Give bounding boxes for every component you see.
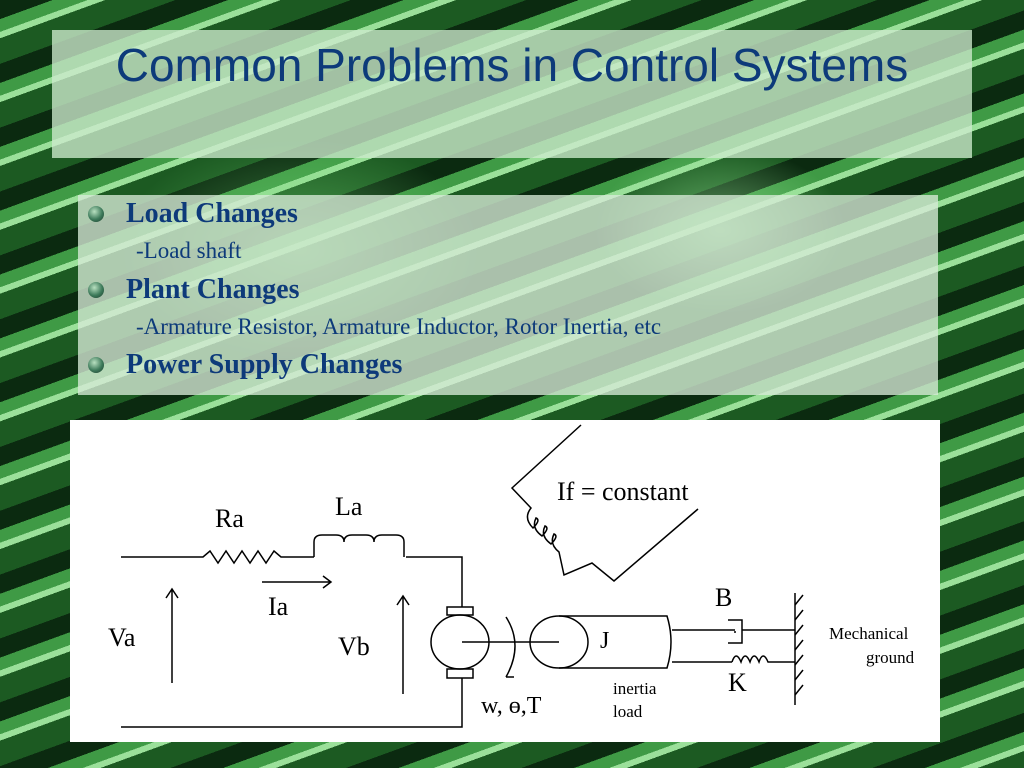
label-motion: w, ɵ,T: [481, 693, 542, 719]
mechanical-ground: [794, 593, 804, 705]
label-b: B: [715, 583, 732, 612]
label-va: Va: [108, 623, 136, 652]
sub-plant-params: -Armature Resistor, Armature Inductor, R…: [136, 314, 662, 339]
label-ground: ground: [866, 648, 915, 667]
ia-arrow: [262, 575, 333, 589]
arrows: [165, 575, 410, 694]
damper: [728, 619, 795, 644]
label-field: If = constant: [557, 477, 689, 506]
label-k: K: [728, 668, 747, 697]
field-winding: [510, 424, 699, 582]
label-ia: Ia: [268, 592, 289, 621]
bullet-list: Load Changes -Load shaft Plant Changes -…: [78, 195, 938, 395]
bullet-icon: [88, 357, 104, 373]
label-ra: Ra: [215, 504, 244, 533]
slide-title: Common Problems in Control Systems: [115, 39, 909, 91]
motor-icon: [430, 606, 559, 679]
inductor: [313, 534, 405, 557]
bullet-plant-changes: Plant Changes: [126, 274, 300, 305]
dc-motor-diagram: Ra La If = constant Ia Va Vb B J K w, ɵ,…: [70, 420, 940, 742]
label-vb: Vb: [338, 632, 370, 661]
label-mechanical: Mechanical: [829, 624, 909, 643]
spring: [731, 655, 795, 665]
bullet-load-changes: Load Changes: [126, 198, 298, 229]
inertia-load: [529, 615, 795, 669]
label-j: J: [600, 628, 609, 654]
label-la: La: [335, 492, 363, 521]
bullet-icon: [88, 282, 104, 298]
title-box: Common Problems in Control Systems: [52, 30, 972, 158]
rotation-arrow-icon: [505, 616, 516, 678]
label-inertia: inertia: [613, 679, 657, 698]
va-arrow: [165, 587, 179, 683]
vb-arrow: [396, 594, 410, 694]
label-load: load: [613, 702, 643, 721]
armature-circuit: [121, 534, 463, 728]
bullet-power-supply: Power Supply Changes: [126, 349, 403, 380]
bullet-icon: [88, 206, 104, 222]
sub-load-shaft: -Load shaft: [136, 238, 242, 263]
